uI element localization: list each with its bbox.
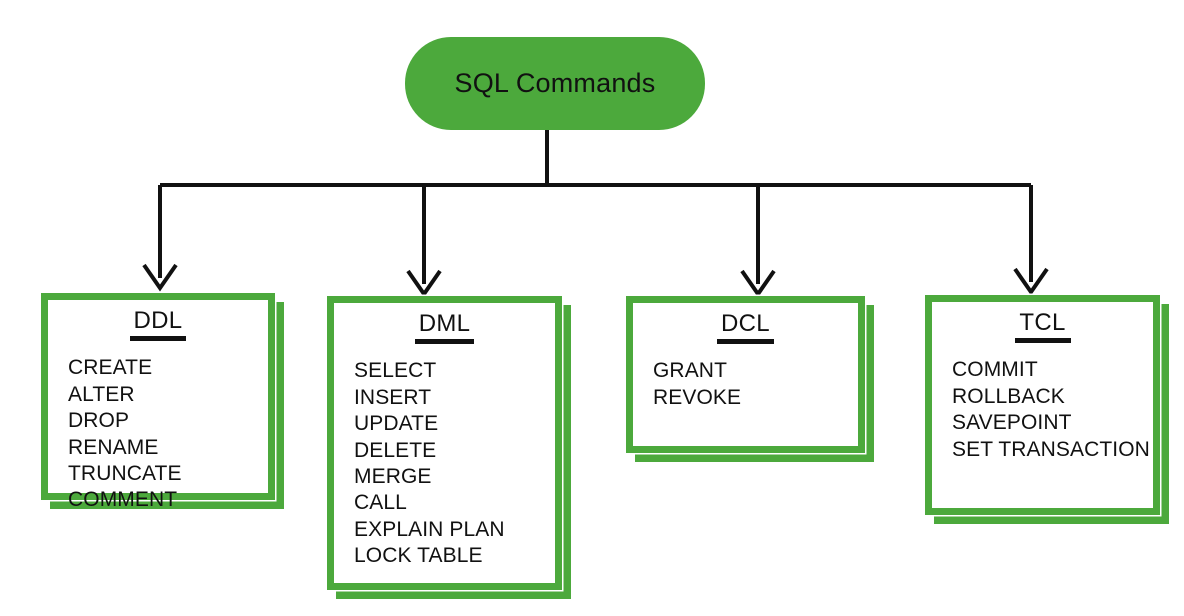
category-box-tcl[interactable]: TCL COMMIT ROLLBACK SAVEPOINT SET TRANSA… — [925, 295, 1169, 524]
category-title-dml: DML — [414, 310, 475, 345]
category-box-dml[interactable]: DML SELECT INSERT UPDATE DELETE MERGE CA… — [327, 296, 571, 599]
list-item: GRANT — [653, 359, 727, 383]
list-item: MERGE — [354, 465, 432, 488]
category-title-underline-dml — [414, 339, 475, 345]
list-item: ALTER — [68, 382, 135, 406]
list-item: UPDATE — [354, 412, 439, 436]
list-item: CREATE — [68, 356, 153, 380]
category-box-ddl[interactable]: DDL CREATE ALTER DROP RENAME TRUNCATE CO… — [41, 293, 284, 511]
command-list-tcl: COMMIT ROLLBACK SAVEPOINT SET TRANSACTIO… — [932, 357, 1150, 463]
command-list-dcl: GRANT REVOKE — [633, 358, 741, 411]
arrowhead-ddl — [142, 263, 178, 292]
list-item: DROP — [68, 409, 130, 433]
box-face-ddl: DDL CREATE ALTER DROP RENAME TRUNCATE CO… — [41, 293, 275, 511]
list-item: ROLLBACK — [952, 384, 1065, 408]
list-item: CALL — [354, 491, 407, 515]
list-item: COMMIT — [952, 358, 1038, 382]
category-title-text-dml: DML — [418, 310, 471, 337]
root-node-label: SQL Commands — [454, 68, 656, 98]
box-face-dcl: DCL GRANT REVOKE — [626, 296, 865, 453]
list-item: SAVEPOINT — [952, 411, 1072, 435]
list-item: LOCK TABLE — [354, 544, 483, 568]
box-face-dml: DML SELECT INSERT UPDATE DELETE MERGE CA… — [327, 296, 562, 590]
category-title-text-tcl: TCL — [1019, 309, 1066, 336]
category-title-underline-ddl — [129, 336, 187, 342]
arrowhead-tcl — [1013, 267, 1049, 296]
arrowhead-dml — [406, 269, 442, 298]
command-list-ddl: CREATE ALTER DROP RENAME TRUNCATE COMMEN… — [48, 355, 182, 514]
box-face-tcl: TCL COMMIT ROLLBACK SAVEPOINT SET TRANSA… — [925, 295, 1160, 515]
list-item: COMMENT — [68, 488, 178, 512]
category-title-tcl: TCL — [1014, 309, 1071, 344]
list-item: SELECT — [354, 359, 437, 383]
list-item: TRUNCATE — [68, 462, 182, 485]
arrowhead-dcl — [740, 269, 776, 298]
category-title-underline-dcl — [717, 339, 774, 345]
category-title-text-dcl: DCL — [721, 310, 770, 337]
command-list-dml: SELECT INSERT UPDATE DELETE MERGE CALL E… — [334, 358, 505, 570]
list-item: EXPLAIN PLAN — [354, 517, 505, 541]
category-box-dcl[interactable]: DCL GRANT REVOKE — [626, 296, 874, 462]
category-title-dcl: DCL — [717, 310, 774, 345]
list-item: RENAME — [68, 435, 159, 459]
list-item: DELETE — [354, 438, 437, 462]
category-title-text-ddl: DDL — [133, 307, 183, 334]
list-item: REVOKE — [653, 385, 742, 409]
category-title-ddl: DDL — [129, 307, 187, 342]
category-title-underline-tcl — [1014, 338, 1071, 344]
root-node-sql-commands[interactable]: SQL Commands — [405, 37, 705, 130]
list-item: SET TRANSACTION — [952, 437, 1150, 461]
list-item: INSERT — [354, 385, 432, 409]
